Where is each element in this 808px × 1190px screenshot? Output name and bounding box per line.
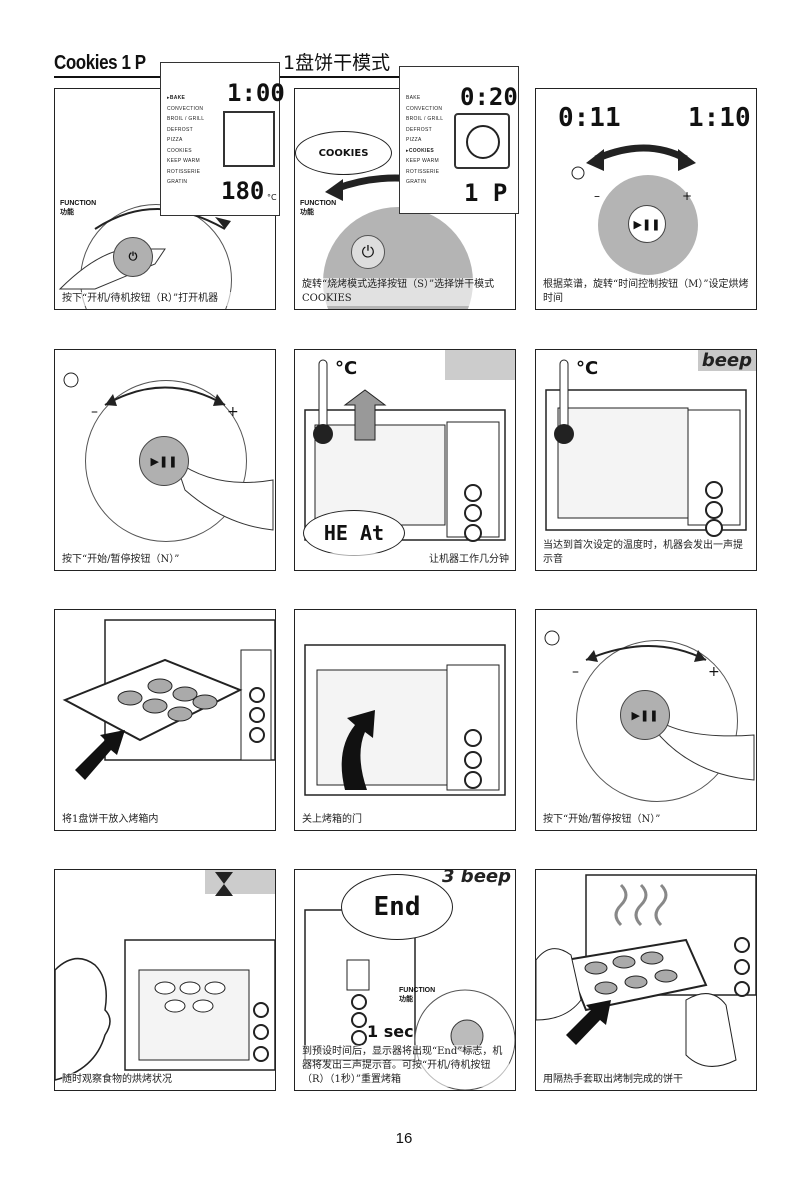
beep-label: beep (698, 350, 756, 371)
plus-sign: + (682, 189, 692, 203)
remove-illustration (536, 870, 756, 1090)
menu-item-rotisserie: ROTISSERIE (167, 167, 204, 178)
three-beep-label: 3 beep (438, 869, 515, 887)
panel-7-caption: 将1盘饼干放入烤箱内 (62, 813, 269, 827)
start-pause-button[interactable]: ▶❚❚ (620, 690, 670, 740)
page-title-en: Cookies 1 P (54, 52, 146, 75)
end-display-text: End (374, 892, 421, 922)
start-pause-button[interactable]: ▶❚❚ (139, 436, 189, 486)
function-label: FUNCTION 功能 (399, 986, 435, 1004)
oven-closing-illustration (295, 610, 515, 830)
power-button[interactable]: ⏻ (113, 237, 153, 277)
panel-4-caption: 按下“开始/暂停按钮（N）” (62, 553, 269, 567)
rotate-arrow (536, 89, 756, 309)
panel-12-remove: 用隔热手套取出烤制完成的饼干 (535, 869, 757, 1091)
menu-item-cookies: COOKIES (167, 146, 204, 157)
menu-item-pizza: PIZZA (406, 135, 443, 146)
function-label-en: FUNCTION (300, 199, 336, 208)
oven-tray-illustration (55, 610, 275, 830)
plus-sign: + (227, 404, 239, 420)
menu-item-defrost: DEFROST (406, 125, 443, 136)
lcd-time: 1:00 (227, 79, 285, 107)
celsius-label: °C (335, 358, 357, 379)
page-number: 16 (0, 1130, 808, 1147)
mode-menu: ▸BAKE CONVECTION BROIL / GRILL DEFROST P… (167, 93, 204, 188)
lcd-graphic (223, 111, 275, 167)
menu-item-convection: CONVECTION (167, 104, 204, 115)
menu-item-keep-warm: KEEP WARM (406, 156, 443, 167)
cookies-bubble-text: COOKIES (319, 148, 369, 159)
function-label-en: FUNCTION (399, 986, 435, 995)
panel-12-caption: 用隔热手套取出烤制完成的饼干 (543, 1073, 750, 1087)
panel-6-caption: 当达到首次设定的温度时，机器会发出一声提示音 (543, 539, 750, 567)
lcd-display-1: ▸BAKE CONVECTION BROIL / GRILL DEFROST P… (160, 62, 280, 216)
power-button-outline[interactable]: ⏻ (351, 235, 385, 269)
fan-icon (454, 113, 510, 169)
function-label: FUNCTION 功能 (60, 199, 96, 217)
lcd-unit: °C (267, 193, 277, 202)
function-label-en: FUNCTION (60, 199, 96, 208)
lcd-program: 1 P (464, 179, 507, 207)
menu-item-defrost: DEFROST (167, 125, 204, 136)
panel-8-caption: 关上烤箱的门 (302, 813, 509, 827)
function-label-cn: 功能 (60, 208, 96, 217)
menu-item-rotisserie: ROTISSERIE (406, 167, 443, 178)
panel-2-caption: 旋转“烧烤模式选择按钮（S）”选择饼干模式COOKIES (302, 278, 509, 306)
minus-sign: – (572, 664, 579, 680)
panel-3-set-time: 0:11 1:10 ▶❚❚ – + 根据菜谱，旋转“时间控制按钮（M）”设定烘烤… (535, 88, 757, 310)
panel-9-caption: 按下“开始/暂停按钮（N）” (543, 813, 750, 827)
menu-item-convection: CONVECTION (406, 104, 443, 115)
mode-menu: BAKE CONVECTION BROIL / GRILL DEFROST PI… (406, 93, 443, 188)
panel-8-close-door: 关上烤箱的门 (294, 609, 516, 831)
lcd-display-2: BAKE CONVECTION BROIL / GRILL DEFROST PI… (399, 66, 519, 214)
panel-11-end: End 3 beep FUNCTION 功能 1 sec 到预设时间后，显示器将… (294, 869, 516, 1091)
menu-item-broil: BROIL / GRILL (167, 114, 204, 125)
menu-item-bake: ▸BAKE (167, 93, 204, 104)
panel-11-caption: 到预设时间后，显示器将出现“End”标志，机器将发出三声提示音。可按“开机/待机… (302, 1045, 509, 1087)
celsius-label: °C (576, 358, 598, 379)
menu-item-pizza: PIZZA (167, 135, 204, 146)
minus-sign: – (91, 404, 98, 420)
plus-sign: + (708, 664, 720, 680)
menu-item-gratin: GRATIN (167, 177, 204, 188)
menu-item-bake: BAKE (406, 93, 443, 104)
function-label-cn: 功能 (399, 995, 435, 1004)
panel-5-preheat: °C HE At 让机器工作几分钟 (294, 349, 516, 571)
page-title-cn: 1盘饼干模式 (283, 48, 390, 75)
minus-sign: – (594, 189, 600, 203)
function-label: FUNCTION 功能 (300, 199, 336, 217)
menu-item-cookies: ▸COOKIES (406, 146, 443, 157)
one-sec-label: 1 sec (367, 1022, 414, 1041)
panel-4-start: – + ▶❚❚ 按下“开始/暂停按钮（N）” (54, 349, 276, 571)
cookies-bubble: COOKIES (295, 131, 392, 175)
panel-10-observe: 随时观察食物的烘烤状况 (54, 869, 276, 1091)
panel-1-caption: 按下“开机/待机按钮（R）”打开机器 (62, 292, 269, 306)
lcd-time: 0:20 (460, 83, 518, 111)
menu-item-gratin: GRATIN (406, 177, 443, 188)
menu-item-keep-warm: KEEP WARM (167, 156, 204, 167)
oven-illustration (536, 350, 756, 570)
lcd-temp: 180 (221, 177, 264, 205)
panel-5-caption: 让机器工作几分钟 (302, 553, 509, 567)
panel-7-insert-tray: 将1盘饼干放入烤箱内 (54, 609, 276, 831)
panel-6-beep: °C beep 当达到首次设定的温度时，机器会发出一声提示音 (535, 349, 757, 571)
observe-illustration (55, 870, 275, 1090)
heat-display-text: HE At (324, 521, 384, 545)
panel-10-caption: 随时观察食物的烘烤状况 (62, 1073, 269, 1087)
menu-item-broil: BROIL / GRILL (406, 114, 443, 125)
heat-bubble: HE At (303, 510, 405, 556)
panel-9-start: – + ▶❚❚ 按下“开始/暂停按钮（N）” (535, 609, 757, 831)
end-bubble: End (341, 874, 453, 940)
function-label-cn: 功能 (300, 208, 336, 217)
panel-3-caption: 根据菜谱，旋转“时间控制按钮（M）”设定烘烤时间 (543, 278, 750, 306)
